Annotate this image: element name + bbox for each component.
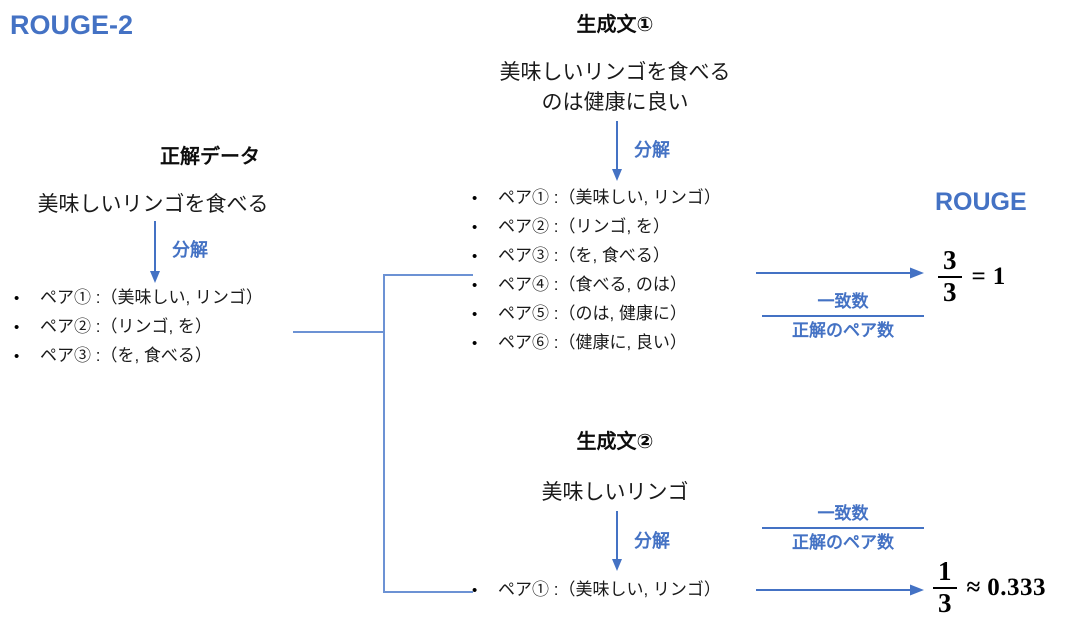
reference-decompose-label: 分解 [172,240,208,260]
candidate2-decompose-label: 分解 [634,531,670,551]
candidate2-formula-denominator: 正解のペア数 [792,533,894,552]
candidate1-decompose-label: 分解 [634,140,670,160]
candidate1-result-value: 1 [992,262,1006,290]
candidate1-result-denominator: 3 [943,277,957,308]
list-item: • ペア④ :（食べる, のは） [472,275,687,294]
candidate1-result-arrow [756,262,926,284]
list-item: • ペア⑤ :（のは, 健康に） [472,304,687,323]
bullet-icon: • [472,306,478,323]
bullet-icon: • [14,319,20,336]
list-item: • ペア① :（美味しい, リンゴ） [472,580,721,599]
bullet-icon: • [472,219,478,236]
reference-sentence: 美味しいリンゴを食べる [37,193,269,216]
candidate1-sentence-line2: のは健康に良い [541,91,689,114]
candidate1-heading: 生成文① [576,14,654,36]
connector-branch-top [383,274,473,276]
candidate2-heading: 生成文② [576,431,654,453]
list-item: • ペア② :（リンゴ, を） [14,317,212,336]
candidate2-result: 1 3 ≈ 0.333 [933,556,1046,619]
candidate1-formula: 一致数 正解のペア数 [762,290,924,342]
list-item: • ペア① :（美味しい, リンゴ） [472,188,721,207]
bullet-icon: • [472,277,478,294]
candidate2-formula-numerator: 一致数 [762,502,924,529]
reference-heading: 正解データ [160,146,260,168]
rouge-label: ROUGE [935,188,1027,216]
candidate1-formula-denominator: 正解のペア数 [792,321,894,340]
list-item: • ペア① :（美味しい, リンゴ） [14,288,263,307]
connector-spine [383,275,385,593]
candidate2-result-arrow [756,579,926,601]
candidate2-result-numerator: 1 [938,556,952,586]
candidate2-formula: 一致数 正解のペア数 [762,502,924,554]
bullet-icon: • [14,290,20,307]
connector-stub [293,331,385,333]
bullet-icon: • [472,335,478,352]
list-item: • ペア⑥ :（健康に, 良い） [472,333,687,352]
candidate2-sentence-line1: 美味しいリンゴ [541,481,689,504]
candidate1-sentence-line1: 美味しいリンゴを食べる [499,61,731,84]
candidate2-result-fraction: 1 3 [933,556,957,619]
candidate1-decompose-arrow [606,121,630,183]
candidate2-result-relation: ≈ [966,573,981,601]
candidate1-result-numerator: 3 [943,245,957,275]
candidate1-result: 3 3 = 1 [938,245,1006,308]
reference-pair-list: • ペア① :（美味しい, リンゴ） • ペア② :（リンゴ, を） • ペア③… [14,283,263,370]
fraction-bar [933,586,957,590]
candidate1-pair-list: • ペア① :（美味しい, リンゴ） • ペア② :（リンゴ, を） • ペア③… [472,183,721,357]
candidate1-result-relation: = [971,262,986,290]
candidate2-pair-list: • ペア① :（美味しい, リンゴ） [472,575,721,604]
bullet-icon: • [14,348,20,365]
list-item: • ペア② :（リンゴ, を） [472,217,670,236]
fraction-bar [938,275,962,279]
list-item: • ペア③ :（を, 食べる） [472,246,670,265]
candidate1-formula-numerator: 一致数 [762,290,924,317]
reference-decompose-arrow [144,221,168,285]
bullet-icon: • [472,248,478,265]
list-item: • ペア③ :（を, 食べる） [14,346,212,365]
candidate1-result-fraction: 3 3 [938,245,962,308]
bullet-icon: • [472,582,478,599]
page-title: ROUGE-2 [10,10,134,40]
candidate2-decompose-arrow [606,511,630,573]
candidate2-result-value: 0.333 [987,573,1046,601]
connector-branch-bottom [383,591,473,593]
candidate2-result-denominator: 3 [938,588,952,619]
bullet-icon: • [472,190,478,207]
